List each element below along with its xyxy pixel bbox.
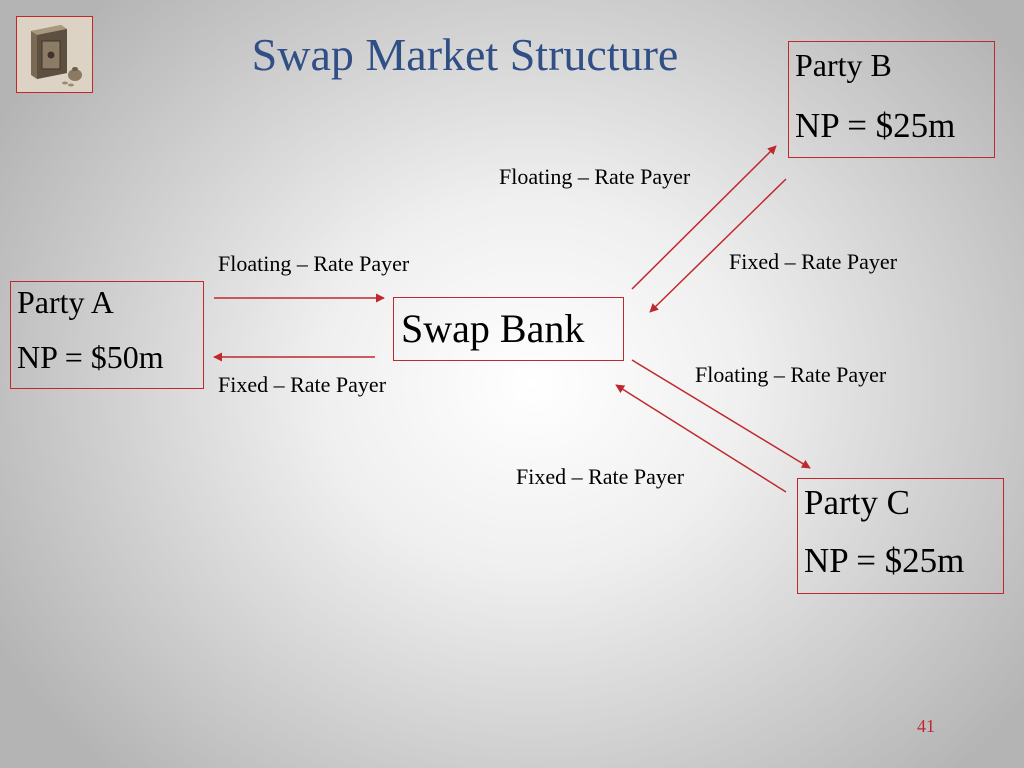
page-number: 41: [917, 716, 935, 736]
arrow-b-to-bank: [649, 178, 787, 313]
party-b-notional: NP = $25m: [795, 106, 956, 145]
arrow-bank-to-c: [631, 359, 811, 469]
safe-logo: [16, 16, 93, 93]
party-a-notional: NP = $50m: [17, 339, 164, 375]
arrow-bank-to-b: [631, 145, 777, 290]
party-a-box: Party A NP = $50m: [10, 281, 204, 389]
arrow-c-to-bank: [615, 384, 787, 493]
swap-bank-name: Swap Bank: [401, 306, 585, 351]
label-b-to-bank: Fixed – Rate Payer: [729, 249, 898, 274]
label-c-to-bank: Fixed – Rate Payer: [516, 464, 685, 489]
party-b-name: Party B: [795, 47, 892, 83]
party-c-box: Party C NP = $25m: [797, 478, 1004, 594]
swap-bank-box: Swap Bank: [393, 297, 624, 361]
party-c-name: Party C: [804, 483, 910, 522]
label-bank-to-a: Fixed – Rate Payer: [218, 372, 387, 397]
label-a-to-bank: Floating – Rate Payer: [218, 251, 410, 276]
safe-icon: [17, 17, 92, 92]
party-c-notional: NP = $25m: [804, 541, 965, 580]
slide-title: Swap Market Structure: [251, 29, 679, 80]
label-bank-to-c: Floating – Rate Payer: [695, 362, 887, 387]
party-b-box: Party B NP = $25m: [788, 41, 995, 158]
label-bank-to-b: Floating – Rate Payer: [499, 164, 691, 189]
party-a-name: Party A: [17, 284, 114, 320]
